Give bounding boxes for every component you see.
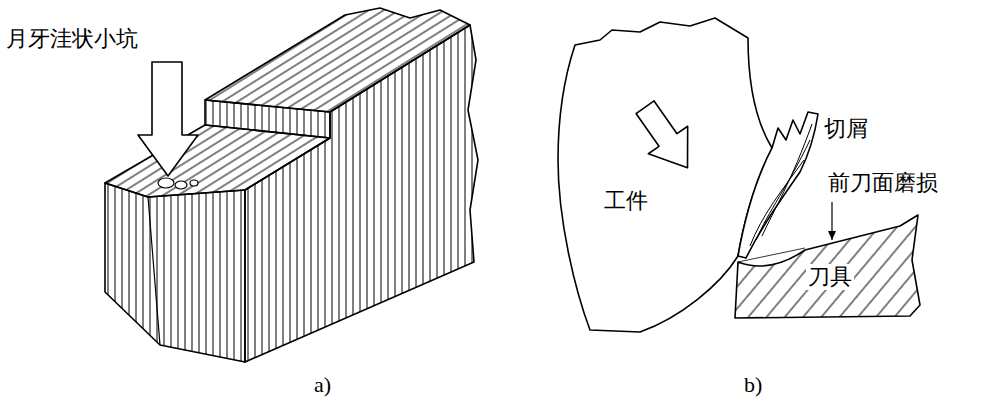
cutting-tool: [735, 215, 920, 318]
pointer-arrow: [138, 62, 198, 176]
original-rake-line: [738, 248, 805, 262]
label-text: 前刀面磨损: [826, 170, 940, 196]
label-text: 月牙洼状小坑: [4, 26, 140, 52]
label-text: 刀具: [806, 264, 854, 290]
label-text: 切屑: [822, 116, 870, 142]
crater-pits: [158, 178, 198, 189]
label-text: a): [312, 372, 333, 398]
chip-shape: [738, 112, 818, 258]
tool-insert: [105, 8, 478, 362]
label-text: b): [742, 372, 764, 398]
wear-leader: [831, 202, 832, 240]
label-text: 工件: [602, 188, 650, 214]
chip-shear-lines: [750, 124, 812, 246]
feed-arrow: [625, 93, 707, 181]
